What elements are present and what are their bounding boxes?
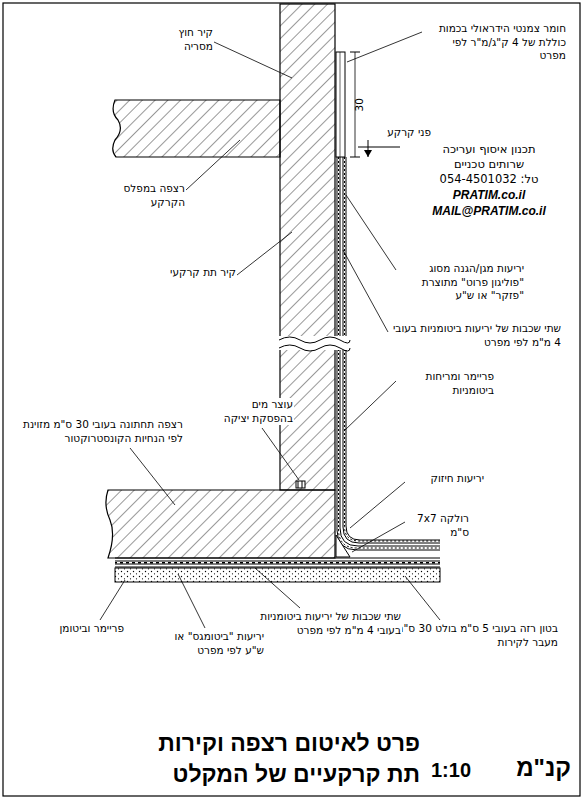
material-note: חומר צמנטי הידראולי בכמות כוללת של 4 ק"ג…	[425, 22, 567, 63]
membrane-note: יריעות מגן/הגנה מסוג "פוליגון פרוט" מתוצ…	[398, 262, 525, 303]
primer-note: פריימר ומריחות ביטומניות	[398, 370, 495, 397]
phone: טל: 054-4501032	[418, 172, 560, 187]
waterstop-note: עוצר מים בהפסקת יציקה	[212, 398, 294, 425]
slab-note: רצפה תחתונה בעובי 30 ס"מ מזוינת לפי הנחי…	[12, 418, 184, 445]
wall-label: קיר חוץ מסריה	[150, 26, 214, 53]
membrane-note: יריעות "ביטומגס" או ש"ע לפי מפרט	[168, 630, 265, 657]
email: MAIL@PRATIM.co.il	[418, 204, 560, 220]
primer-note: פריימר וביטומן	[38, 622, 125, 636]
membrane-note: שתי שכבות של יריעות ביטומניות בעובי 4 מ"…	[390, 322, 562, 349]
dimension: 30	[353, 94, 367, 116]
company-line: שרותים טכניים	[418, 157, 560, 172]
scale-value: 1:10	[430, 757, 494, 783]
fillet-note: רולקה 7x7 ס"מ	[408, 512, 470, 539]
grade-label: פני קרקע	[372, 126, 432, 140]
scale-label: קנ"מ	[500, 752, 572, 783]
drawing-title: פרט לאיטום רצפה וקירות תת קרקעיים של המק…	[130, 728, 420, 790]
website: PRATIM.co.il	[418, 188, 560, 204]
membrane-note: שתי שכבות של יריעות ביטומניות בעובי 4 מ"…	[250, 610, 402, 637]
wall-label: קיר תת קרקעי	[150, 266, 237, 280]
membrane-note: יריעות חיזוק	[408, 472, 485, 486]
concrete-note: בטון רזה בעובי 5 ס"מ בולט 30 ס"מ מעבר לק…	[392, 622, 559, 649]
company-name: תכנון איסוף ועריכה	[418, 142, 560, 157]
slab-label: רצפה במפלס הקרקע	[92, 182, 186, 209]
